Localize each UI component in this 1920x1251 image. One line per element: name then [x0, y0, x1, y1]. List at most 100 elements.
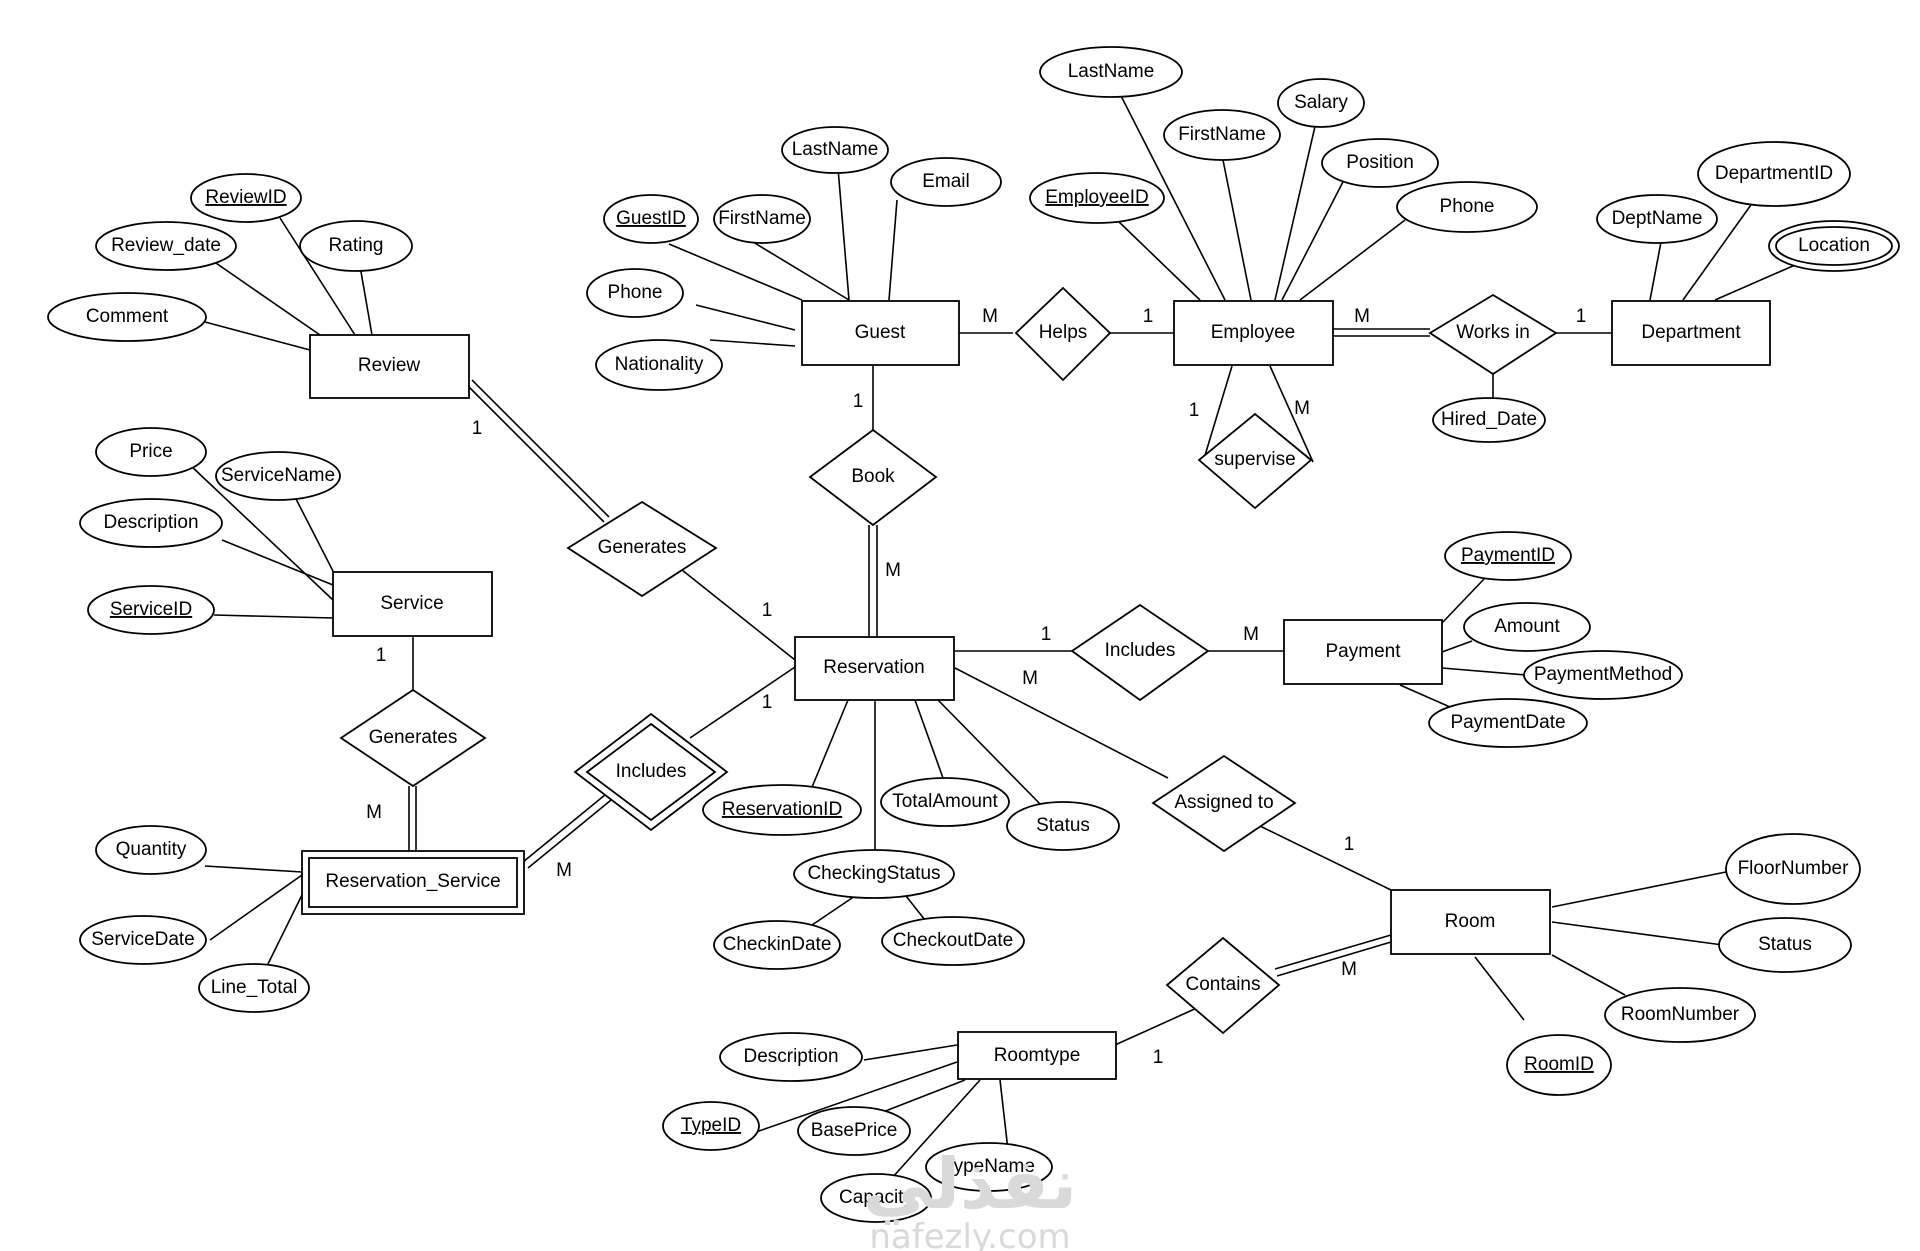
- attr-department-location-multivalued[interactable]: Location: [1768, 220, 1900, 272]
- attr-payment-amount[interactable]: Amount: [1463, 602, 1591, 652]
- entity-department[interactable]: Department: [1611, 300, 1771, 366]
- entity-payment[interactable]: Payment: [1283, 619, 1443, 685]
- attr-roomtype-typename[interactable]: TypeName: [925, 1142, 1053, 1192]
- svg-text:Price: Price: [129, 441, 172, 462]
- attr-service-price[interactable]: Price: [95, 427, 207, 477]
- attr-roomtype-capacity[interactable]: Capacity: [820, 1173, 932, 1223]
- entity-reservation[interactable]: Reservation: [794, 636, 955, 701]
- relationship-label: Assigned to: [1174, 792, 1273, 813]
- attr-payment-paymentdate[interactable]: PaymentDate: [1428, 698, 1588, 748]
- attr-service-serviceid[interactable]: ServiceID: [87, 585, 215, 635]
- attr-room-roomid[interactable]: RoomID: [1506, 1034, 1612, 1096]
- connector-lines: [189, 89, 1803, 1179]
- relationship-includes-payment[interactable]: Includes: [1070, 603, 1210, 702]
- entity-review[interactable]: Review: [309, 334, 470, 399]
- attr-payment-paymentid[interactable]: PaymentID: [1444, 531, 1572, 581]
- attr-reservation-reservationid[interactable]: ReservationID: [702, 784, 862, 836]
- cardinality-service-generates: 1: [376, 645, 387, 666]
- attr-room-floornumber[interactable]: FloorNumber: [1725, 833, 1861, 905]
- svg-text:Amount: Amount: [1494, 616, 1560, 637]
- svg-text:Rating: Rating: [329, 235, 384, 256]
- relationship-generates-review[interactable]: Generates: [566, 500, 718, 598]
- attr-reservation-status[interactable]: Status: [1006, 801, 1120, 851]
- attr-review-comment[interactable]: Comment: [47, 292, 207, 342]
- attr-employee-position[interactable]: Position: [1321, 138, 1439, 188]
- attr-works-in-hired-date[interactable]: Hired_Date: [1432, 397, 1546, 443]
- svg-text:CheckingStatus: CheckingStatus: [807, 863, 940, 884]
- svg-text:Description: Description: [103, 512, 198, 533]
- entity-roomtype[interactable]: Roomtype: [957, 1031, 1117, 1080]
- attr-reservation-service-servicedate[interactable]: ServiceDate: [79, 915, 207, 965]
- svg-text:ServiceDate: ServiceDate: [91, 929, 195, 950]
- entity-label: Room: [1445, 911, 1496, 932]
- attr-employee-firstname[interactable]: FirstName: [1163, 109, 1281, 161]
- attr-department-departmentid[interactable]: DepartmentID: [1697, 141, 1851, 207]
- attr-roomtype-description[interactable]: Description: [719, 1032, 863, 1082]
- attr-employee-phone[interactable]: Phone: [1396, 181, 1538, 233]
- svg-text:FirstName: FirstName: [1178, 124, 1266, 145]
- entity-label: Review: [358, 355, 421, 376]
- entity-reservation-service[interactable]: Reservation_Service: [301, 850, 525, 915]
- relationship-label: Works in: [1456, 322, 1530, 343]
- entity-guest[interactable]: Guest: [801, 300, 960, 366]
- attr-reservation-checkingstatus[interactable]: CheckingStatus: [793, 849, 955, 899]
- entity-service[interactable]: Service: [332, 571, 493, 637]
- cardinality-supervise-left: 1: [1189, 400, 1200, 421]
- entity-label: Payment: [1326, 641, 1402, 662]
- attr-employee-lastname[interactable]: LastName: [1039, 46, 1183, 98]
- svg-text:Phone: Phone: [1440, 196, 1495, 217]
- cardinality-works-in-department: 1: [1576, 306, 1587, 327]
- entity-employee[interactable]: Employee: [1173, 300, 1334, 366]
- attr-roomtype-typeid[interactable]: TypeID: [662, 1101, 760, 1151]
- relationship-supervise[interactable]: supervise: [1197, 412, 1313, 510]
- entity-label: Guest: [855, 322, 906, 343]
- attr-employee-employeeid[interactable]: EmployeeID: [1029, 172, 1165, 224]
- svg-text:Nationality: Nationality: [615, 354, 704, 375]
- attr-reservation-checkindate[interactable]: CheckinDate: [713, 920, 841, 970]
- cardinality-guest-book: 1: [853, 391, 864, 412]
- attr-guest-nationality[interactable]: Nationality: [595, 339, 723, 391]
- relationship-includes-service[interactable]: Includes: [573, 712, 729, 832]
- svg-text:TypeName: TypeName: [943, 1156, 1035, 1177]
- attr-department-deptname[interactable]: DeptName: [1596, 194, 1718, 244]
- attr-review-review-date[interactable]: Review_date: [95, 221, 237, 271]
- svg-text:Comment: Comment: [86, 306, 169, 327]
- attr-guest-guestid[interactable]: GuestID: [603, 194, 699, 244]
- attr-room-roomnumber[interactable]: RoomNumber: [1604, 987, 1756, 1043]
- attr-reservation-service-quantity[interactable]: Quantity: [95, 825, 207, 875]
- primary-key: PaymentID: [1461, 545, 1555, 566]
- attr-reservation-totalamount[interactable]: TotalAmount: [880, 777, 1010, 827]
- svg-text:CheckoutDate: CheckoutDate: [893, 930, 1013, 951]
- cardinality-book-reservation: M: [885, 560, 901, 581]
- relationship-generates-service[interactable]: Generates: [339, 688, 487, 788]
- relationship-label: supervise: [1214, 449, 1295, 470]
- attr-reservation-service-line-total[interactable]: Line_Total: [198, 963, 310, 1013]
- relationship-label: Book: [851, 466, 895, 487]
- attr-payment-paymentmethod[interactable]: PaymentMethod: [1523, 650, 1683, 700]
- cardinality-supervise-right: M: [1294, 398, 1310, 419]
- svg-text:Salary: Salary: [1294, 92, 1348, 113]
- relationship-book[interactable]: Book: [808, 428, 938, 527]
- attr-roomtype-baseprice[interactable]: BasePrice: [797, 1106, 911, 1156]
- attr-guest-firstname[interactable]: FirstName: [713, 194, 811, 244]
- attr-service-description[interactable]: Description: [79, 498, 223, 548]
- relationship-helps[interactable]: Helps: [1014, 286, 1112, 382]
- relationship-contains[interactable]: Contains: [1165, 936, 1281, 1035]
- attr-room-status[interactable]: Status: [1718, 917, 1852, 973]
- attr-guest-lastname[interactable]: LastName: [781, 126, 889, 174]
- attr-service-servicename[interactable]: ServiceName: [215, 451, 341, 501]
- attr-guest-phone[interactable]: Phone: [586, 268, 684, 318]
- svg-text:ServiceName: ServiceName: [221, 465, 335, 486]
- attr-employee-salary[interactable]: Salary: [1277, 78, 1365, 128]
- attr-review-rating[interactable]: Rating: [299, 220, 413, 272]
- attr-guest-email[interactable]: Email: [890, 157, 1002, 207]
- entity-room[interactable]: Room: [1390, 889, 1551, 955]
- attr-review-reviewid[interactable]: ReviewID: [190, 173, 302, 223]
- relationship-works-in[interactable]: Works in: [1428, 293, 1558, 376]
- relationship-label: Contains: [1186, 974, 1261, 995]
- primary-key: TypeID: [681, 1115, 741, 1136]
- relationship-assigned-to[interactable]: Assigned to: [1151, 754, 1297, 853]
- svg-text:FloorNumber: FloorNumber: [1738, 858, 1850, 879]
- attr-reservation-checkoutdate[interactable]: CheckoutDate: [881, 916, 1025, 966]
